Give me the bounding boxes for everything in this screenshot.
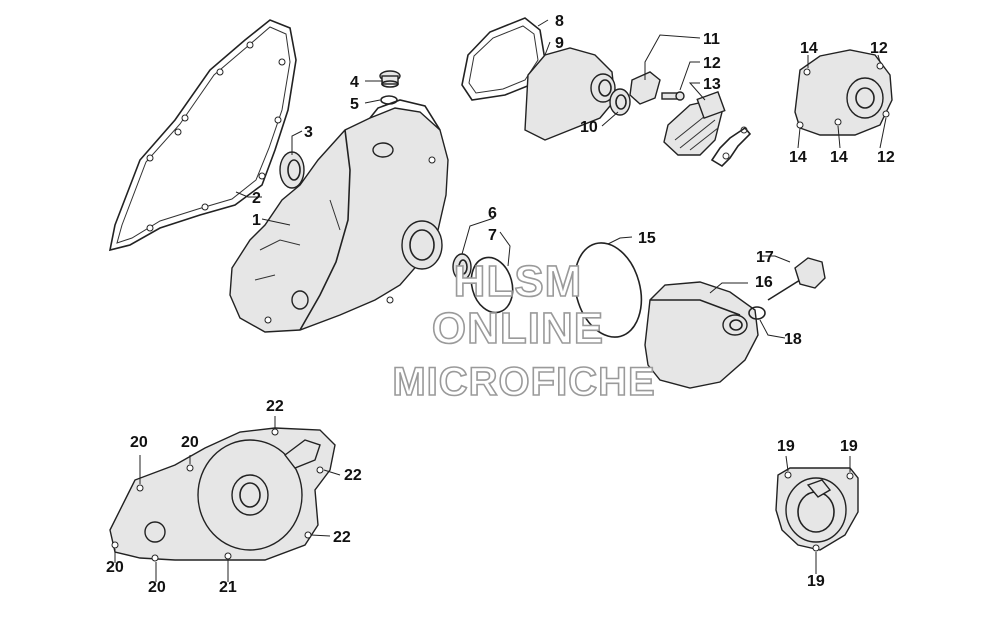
callout-19: 19 <box>840 438 858 455</box>
callout-14: 14 <box>800 40 818 57</box>
callout-4: 4 <box>350 74 359 91</box>
callout-17: 17 <box>756 249 774 266</box>
linkage-part <box>710 126 752 168</box>
callout-12: 12 <box>703 55 721 72</box>
callout-19: 19 <box>777 438 795 455</box>
watermark-line-3: MICROFICHE <box>392 360 655 404</box>
callout-21: 21 <box>219 579 237 596</box>
gasket-part-2 <box>108 19 297 252</box>
callout-22: 22 <box>266 398 284 415</box>
o-ring-part-7 <box>470 256 514 314</box>
stator-cover-part-21 <box>109 427 336 562</box>
o-ring-part-15 <box>573 242 643 338</box>
callout-10: 10 <box>580 119 598 136</box>
callout-7: 7 <box>488 227 497 244</box>
callout-15: 15 <box>638 230 656 247</box>
rotor-part-13 <box>663 90 726 156</box>
watermark-line-2: ONLINE <box>432 304 604 353</box>
callout-20: 20 <box>106 559 124 576</box>
water-pump-cover-part-19 <box>775 467 859 552</box>
callout-3: 3 <box>304 124 313 141</box>
callout-2: 2 <box>252 190 261 207</box>
callout-22: 22 <box>333 529 351 546</box>
leader-lines <box>114 19 887 582</box>
callout-5: 5 <box>350 96 359 113</box>
callout-labels: 1 2 3 4 5 6 7 8 9 10 11 12 13 14 12 14 1… <box>106 13 895 596</box>
callout-16: 16 <box>755 274 773 291</box>
callout-6: 6 <box>488 205 497 222</box>
small-cover-part <box>794 49 893 136</box>
callout-11: 11 <box>703 31 720 48</box>
bolt-part-12 <box>661 91 685 101</box>
o-ring-part-5 <box>380 95 398 105</box>
callout-8: 8 <box>555 13 564 30</box>
callout-14: 14 <box>789 149 807 166</box>
callout-13: 13 <box>703 76 721 93</box>
callout-20: 20 <box>130 434 148 451</box>
engine-cover-part-1 <box>229 99 449 333</box>
callout-19: 19 <box>807 573 825 590</box>
bracket-part-11 <box>629 71 661 105</box>
housing-part-9 <box>524 47 616 141</box>
bearing-part-10 <box>609 88 631 116</box>
watermark: HLSM ONLINE MICROFICHE <box>392 256 656 405</box>
callout-20: 20 <box>148 579 166 596</box>
callout-9: 9 <box>555 35 564 52</box>
callout-20: 20 <box>181 434 199 451</box>
watermark-line-1: HLSM <box>454 257 583 306</box>
callout-12: 12 <box>870 40 888 57</box>
seal-part-3 <box>279 151 305 189</box>
callout-14: 14 <box>830 149 848 166</box>
callout-22: 22 <box>344 467 362 484</box>
o-ring-part-18 <box>748 306 766 320</box>
callout-18: 18 <box>784 331 802 348</box>
callout-12: 12 <box>877 149 895 166</box>
callout-1: 1 <box>252 212 261 229</box>
clutch-cover-part-16 <box>644 281 759 389</box>
plug-part-4 <box>379 70 401 88</box>
dipstick-part-17 <box>767 257 826 301</box>
